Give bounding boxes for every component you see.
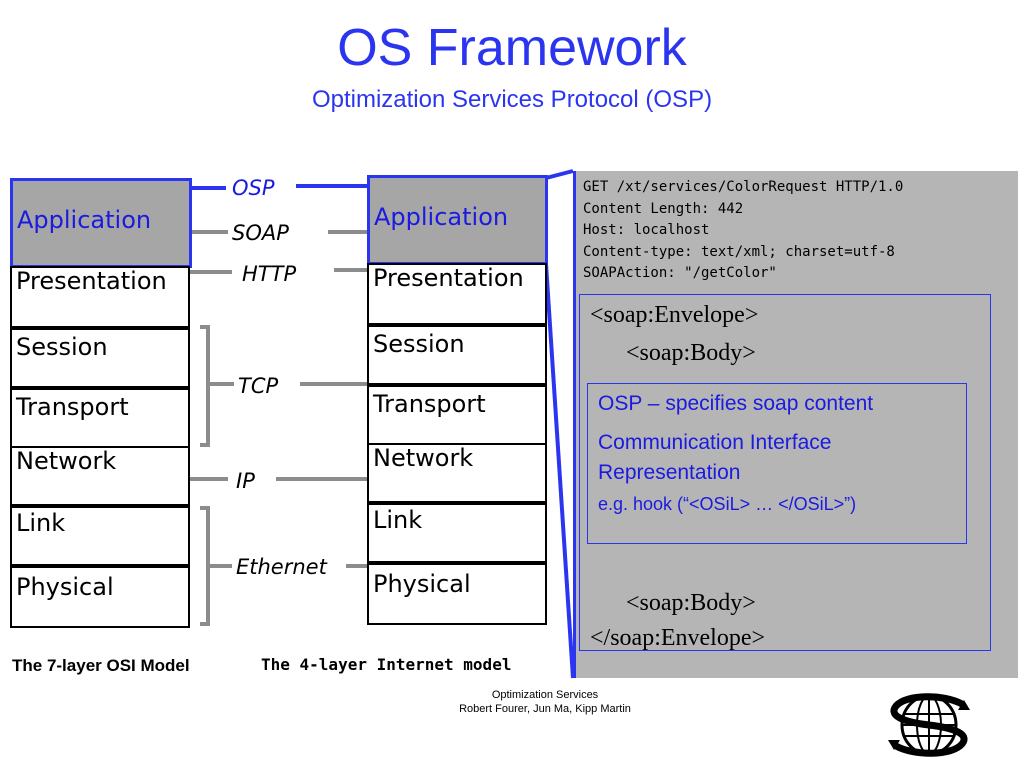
osi-layer-network: Network (10, 446, 190, 506)
protocol-ip-label: IP (236, 469, 255, 493)
protocol-soap-label: SOAP (232, 221, 289, 245)
osp-content-line3: e.g. hook (“<OSiL> … </OSiL>”) (598, 494, 857, 514)
page-title: OS Framework (337, 19, 687, 77)
http-message-panel (573, 171, 1018, 678)
footer-line1: Optimization Services (491, 689, 599, 701)
callout-line-top (545, 169, 574, 180)
page-subtitle: Optimization Services Protocol (OSP) (311, 86, 713, 113)
osi-layer-session: Session (10, 328, 190, 388)
tcp-bracket (200, 325, 234, 447)
footer-credits: Optimization Services Robert Fourer, Jun… (400, 688, 690, 716)
protocol-osp-label: OSP (232, 176, 275, 200)
soap-envelope-open: <soap:Envelope> (590, 302, 759, 328)
osp-content-line1: OSP – specifies soap content (598, 392, 874, 415)
osp-content-line2: Communication Interface Representation (598, 431, 832, 484)
protocol-http-label: HTTP (242, 262, 297, 286)
http-header-text: GET /xt/services/ColorRequest HTTP/1.0 C… (583, 179, 904, 281)
os-logo-icon (888, 693, 970, 757)
soap-envelope-box (579, 294, 991, 651)
osi-layer-presentation: Presentation (10, 266, 190, 328)
protocol-ethernet-label: Ethernet (236, 555, 327, 579)
osp-content-box: OSP – specifies soap content Communicati… (587, 383, 967, 544)
ethernet-bracket (200, 506, 232, 626)
internet-layer-network: Network (367, 443, 547, 503)
internet-layer-session: Session (367, 325, 547, 385)
callout-line-bottom (544, 263, 575, 679)
osi-layer-transport: Transport (10, 388, 190, 448)
osi-layer-physical: Physical (10, 566, 190, 628)
protocol-tcp-label: TCP (238, 374, 279, 398)
osi-model-caption: The 7-layer OSI Model (12, 656, 190, 675)
internet-layer-presentation: Presentation (367, 263, 547, 325)
soap-body-open: <soap:Body> (626, 340, 756, 366)
internet-layer-transport: Transport (367, 385, 547, 445)
internet-layer-physical: Physical (367, 563, 547, 625)
soap-envelope-close: </soap:Envelope> (590, 625, 766, 651)
internet-model-caption: The 4-layer Internet model (261, 655, 512, 674)
osi-layer-application: Application (10, 178, 192, 268)
internet-layer-application: Application (367, 175, 548, 265)
footer-line2: Robert Fourer, Jun Ma, Kipp Martin (459, 703, 631, 715)
osi-layer-link: Link (10, 506, 190, 566)
internet-layer-link: Link (367, 503, 547, 563)
soap-body-close: <soap:Body> (626, 590, 756, 616)
